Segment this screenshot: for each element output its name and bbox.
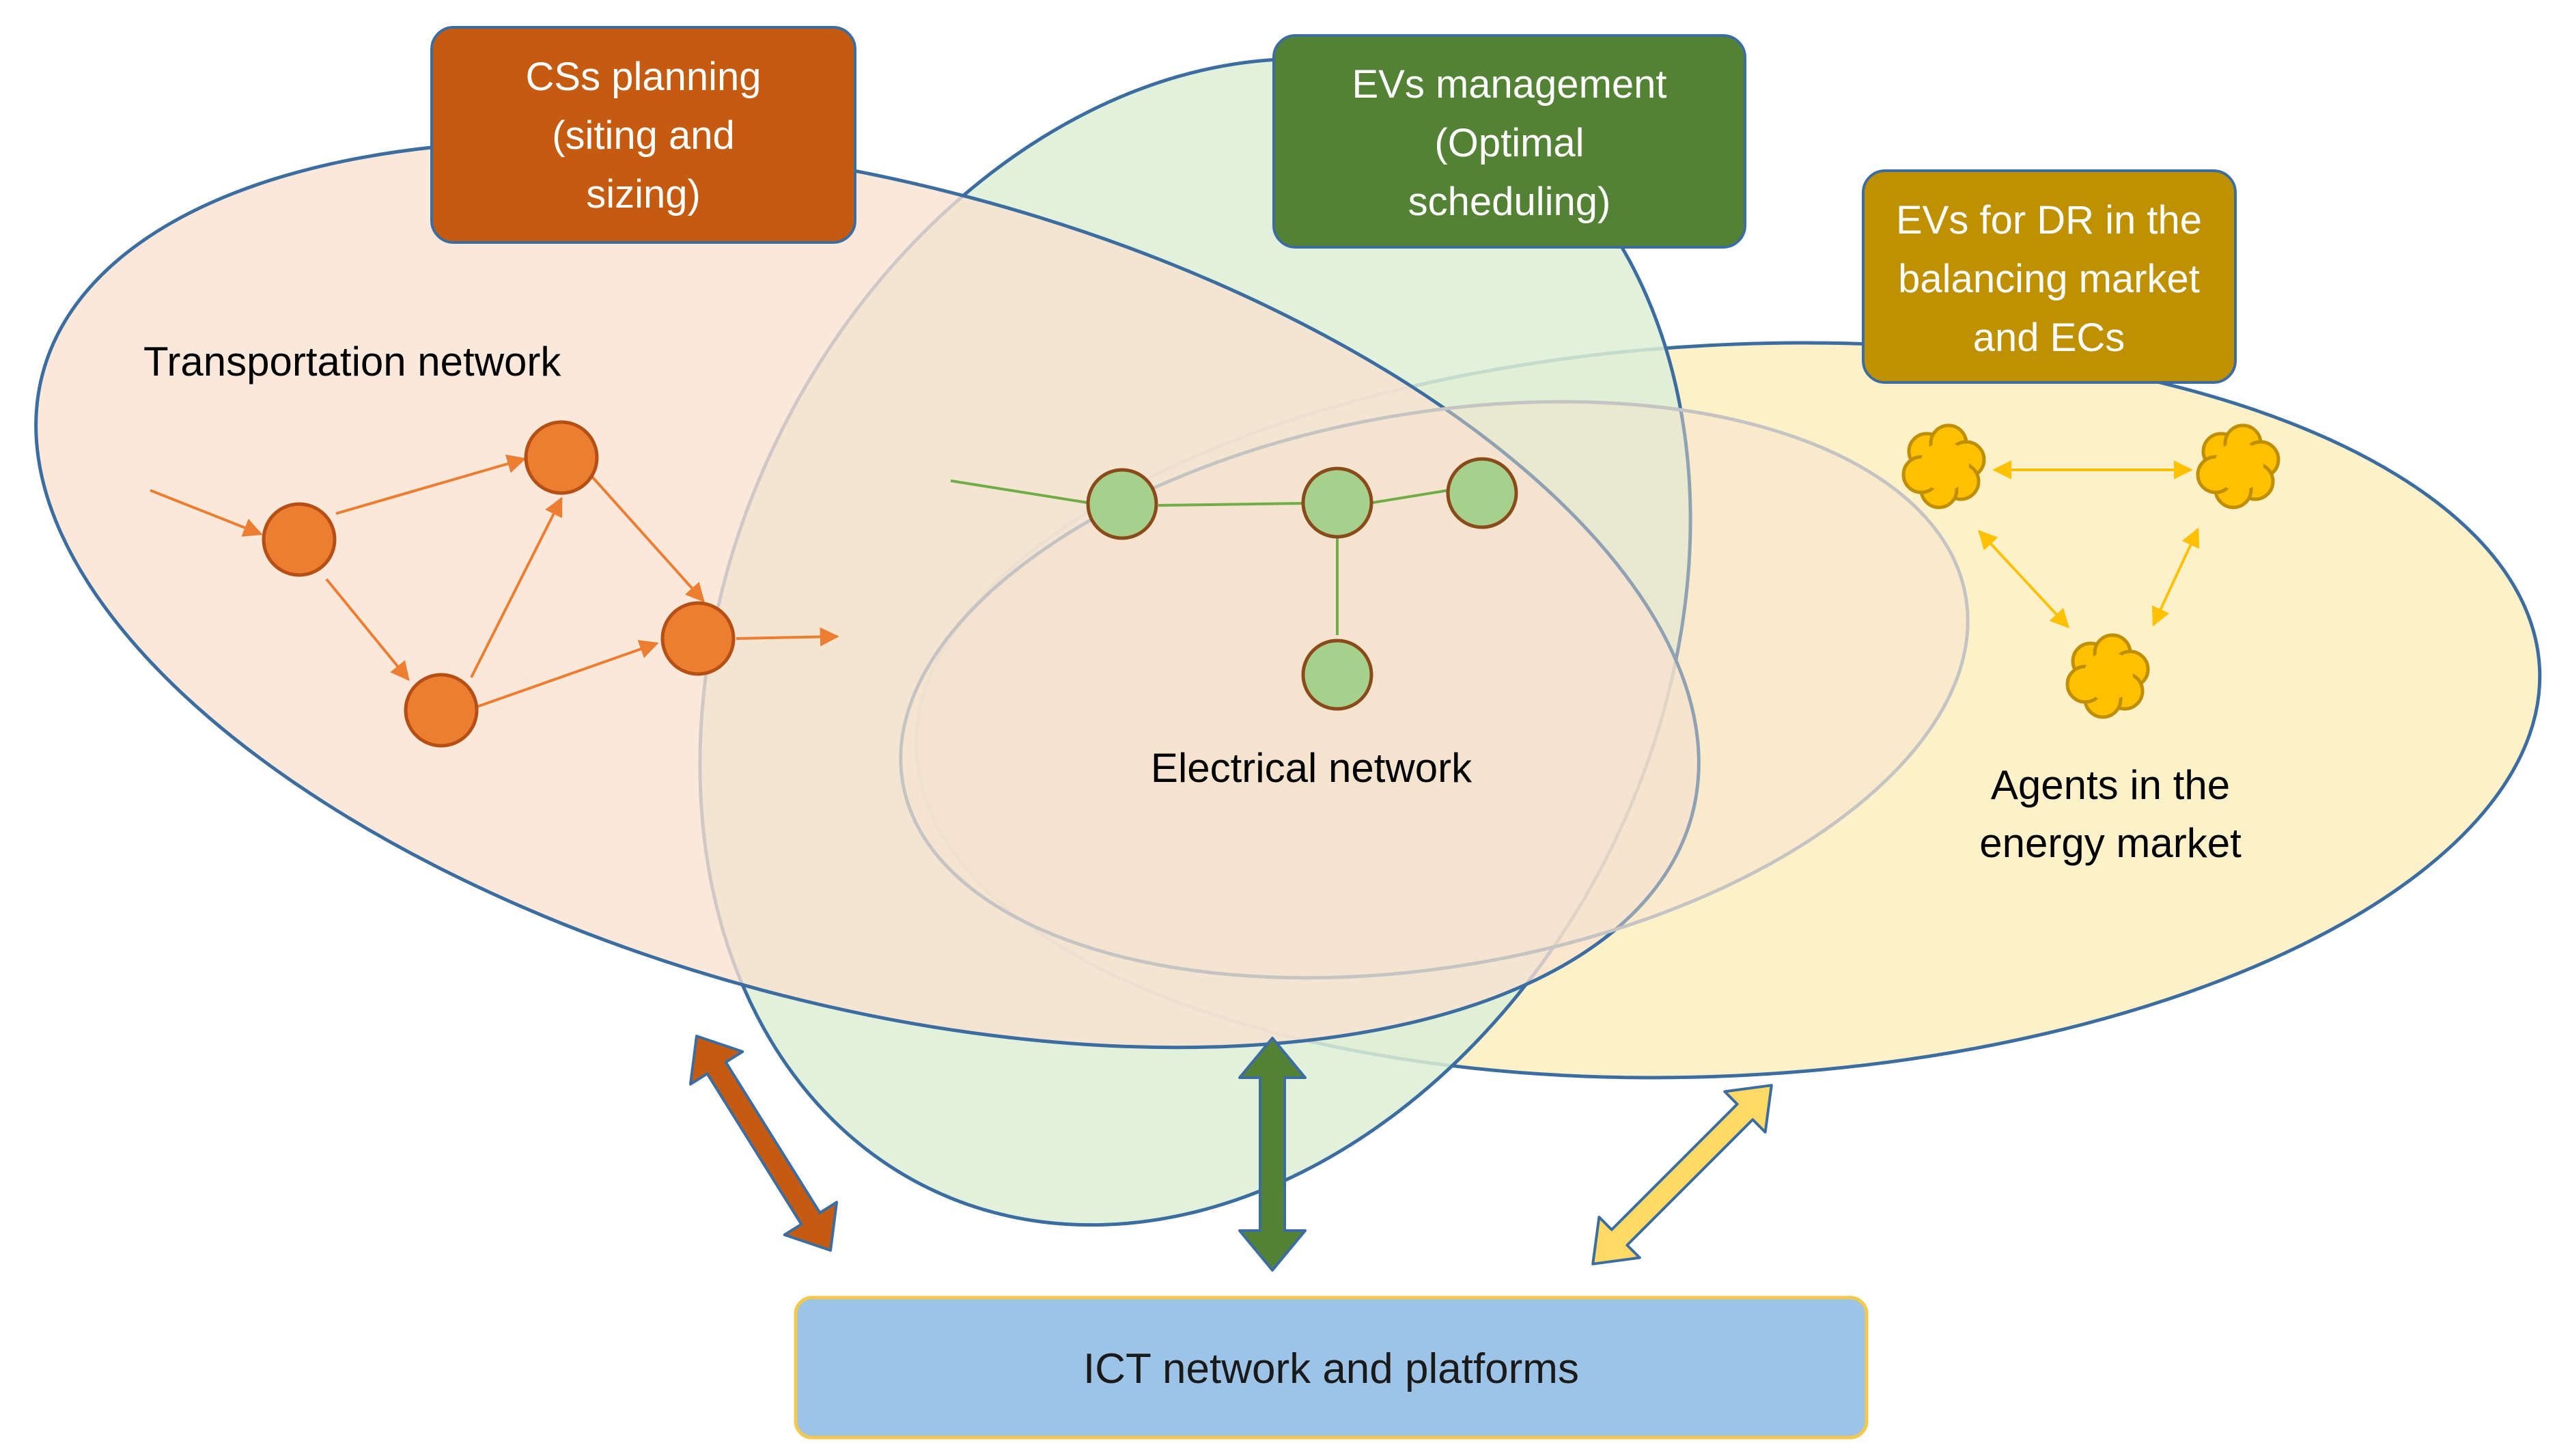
agents-label-line2: energy market (1979, 820, 2242, 866)
electrical-edge (950, 479, 1088, 504)
transport-nodes (262, 420, 736, 748)
ev-dr-box: EVs for DR in the balancing market and E… (1862, 169, 2237, 384)
ev-management-box: EVs management (Optimal scheduling) (1272, 34, 1746, 249)
cs-planning-line3: sizing) (586, 172, 701, 216)
orange-circle-node (262, 502, 337, 577)
transport-edge (476, 640, 659, 708)
yellow-double-arrow (1591, 1084, 1773, 1265)
ev-dr-line2: balancing market (1898, 257, 2200, 301)
transportation-ellipse (34, 139, 1701, 1050)
cloud-agent-icon (1901, 423, 1986, 509)
transport-edge (150, 489, 263, 537)
cs-planning-box: CSs planning (siting and sizing) (430, 26, 856, 244)
green-circle-node (1301, 466, 1373, 539)
cloud-agent-icon (2196, 423, 2280, 509)
agent-link (1978, 529, 2069, 629)
ev-dr-line1: EVs for DR in the (1896, 198, 2202, 242)
transport-edges (150, 454, 839, 708)
cs-planning-line2: (siting and (552, 113, 735, 158)
agent-links (1978, 460, 2200, 629)
electrical-inner-ellipse (899, 400, 1970, 980)
green-circle-node (1301, 639, 1373, 711)
orange-circle-node (404, 673, 479, 748)
transport-edge (335, 454, 527, 515)
ev-management-line2: (Optimal (1434, 121, 1584, 165)
electrical-network-label: Electrical network (1151, 745, 1473, 791)
orange-circle-node (524, 420, 599, 495)
agent-link (2151, 527, 2200, 627)
electrical-nodes (1086, 457, 1518, 711)
orange-double-arrow (688, 1035, 839, 1252)
transport-edge (325, 578, 410, 682)
agents-label-line1: Agents in the (1991, 762, 2230, 808)
electrical-edges (950, 479, 1449, 635)
cloud-agent-icon (2065, 633, 2150, 719)
green-circle-node (1446, 457, 1518, 529)
ev-dr-line3: and ECs (1973, 316, 2125, 360)
electrical-edge (1372, 489, 1449, 504)
transport-edge (736, 627, 839, 647)
electrical-edge (1158, 502, 1304, 507)
ev-management-line1: EVs management (1352, 62, 1666, 107)
ict-box: ICT network and platforms (794, 1296, 1869, 1440)
transportation-network-label: Transportation network (143, 339, 561, 384)
green-double-arrow (1238, 1037, 1307, 1272)
transport-edge (470, 496, 563, 678)
orange-circle-node (660, 601, 736, 676)
transport-edge (590, 475, 705, 603)
agent-clouds (1901, 423, 2280, 719)
cs-planning-line1: CSs planning (526, 55, 762, 99)
ict-label: ICT network and platforms (1083, 1345, 1579, 1392)
green-circle-node (1086, 468, 1158, 540)
ev-management-line3: scheduling) (1408, 180, 1611, 224)
